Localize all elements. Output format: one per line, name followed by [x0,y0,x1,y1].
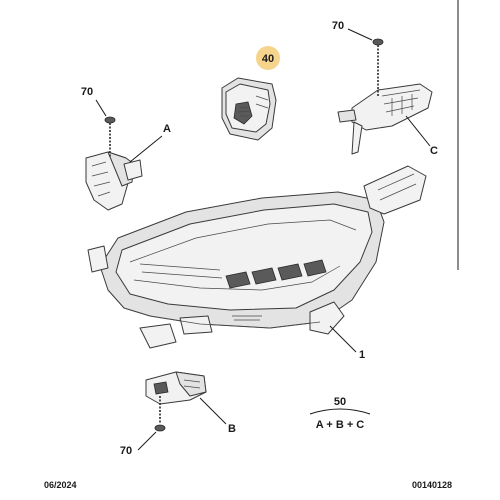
callout-50: 50 [334,396,346,408]
callout-b: B [228,423,236,435]
led-module-part-40 [221,77,277,141]
screw-70-top [372,38,384,96]
screw-70-left [104,116,116,158]
callout-c: C [430,145,438,157]
leader-b [199,397,227,425]
leader-70-bottom [137,431,157,451]
bracket-part-c [337,83,433,155]
footer-ref: 00140128 [412,480,452,490]
leader-a [129,135,163,163]
leader-70-top [347,28,373,41]
callout-70-top: 70 [332,20,344,32]
callout-70-left: 70 [81,86,93,98]
callout-40: 40 [262,53,274,65]
callout-40-highlight [256,46,280,70]
leader-1 [329,325,357,353]
kit-50-formula: A + B + C [316,419,365,431]
kit-50-brace [309,408,371,415]
mount-part-a [85,151,143,211]
screw-70-bottom [154,396,166,432]
callout-1: 1 [359,349,365,361]
leader-70-left [95,99,107,117]
headlamp-part-1 [87,165,427,349]
sensor-part-b [145,371,207,405]
callout-70-bottom: 70 [120,445,132,457]
leader-c [405,115,431,147]
callout-a: A [163,123,171,135]
footer-date: 06/2024 [44,480,77,490]
